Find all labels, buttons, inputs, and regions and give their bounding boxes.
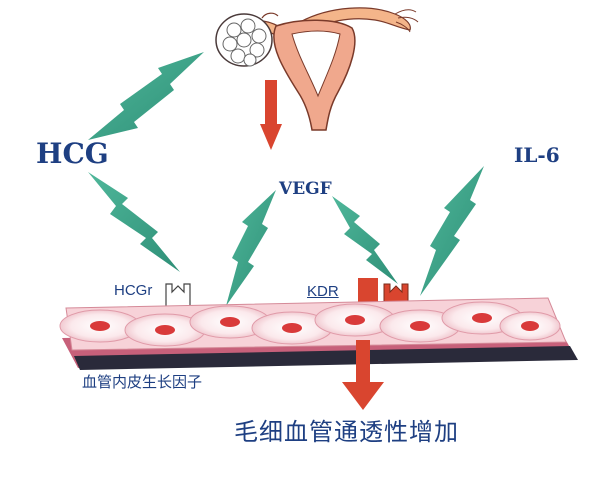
result-label: 毛细血管通透性增加 (234, 418, 459, 446)
hcg-label: HCG (36, 137, 109, 170)
kdr-label: KDR (307, 283, 339, 300)
cell-nuclei (90, 313, 539, 335)
green-arrow-vegf-to-kdr (332, 196, 398, 284)
red-arrow-to-result (342, 340, 384, 410)
green-arrow-hcg-to-hcgr (88, 172, 180, 272)
green-arrow-vegf-down-left (226, 190, 276, 306)
green-arrow-ovary-to-hcg (88, 52, 204, 140)
vegf-label: VEGF (279, 179, 332, 199)
endothelial-growth-factor-label: 血管内皮生长因子 (82, 373, 203, 391)
hcgr-label: HCGr (114, 282, 153, 299)
green-arrow-il6-to-kdr (420, 166, 484, 296)
il6-label: IL-6 (514, 143, 560, 167)
ovary-follicles (215, 12, 279, 67)
ovary-uterus-icon (215, 7, 419, 131)
red-arrow-kdr-bar (358, 278, 378, 308)
endothelium-membrane (59, 297, 578, 370)
red-arrow-uterus-to-vegf (260, 80, 282, 150)
